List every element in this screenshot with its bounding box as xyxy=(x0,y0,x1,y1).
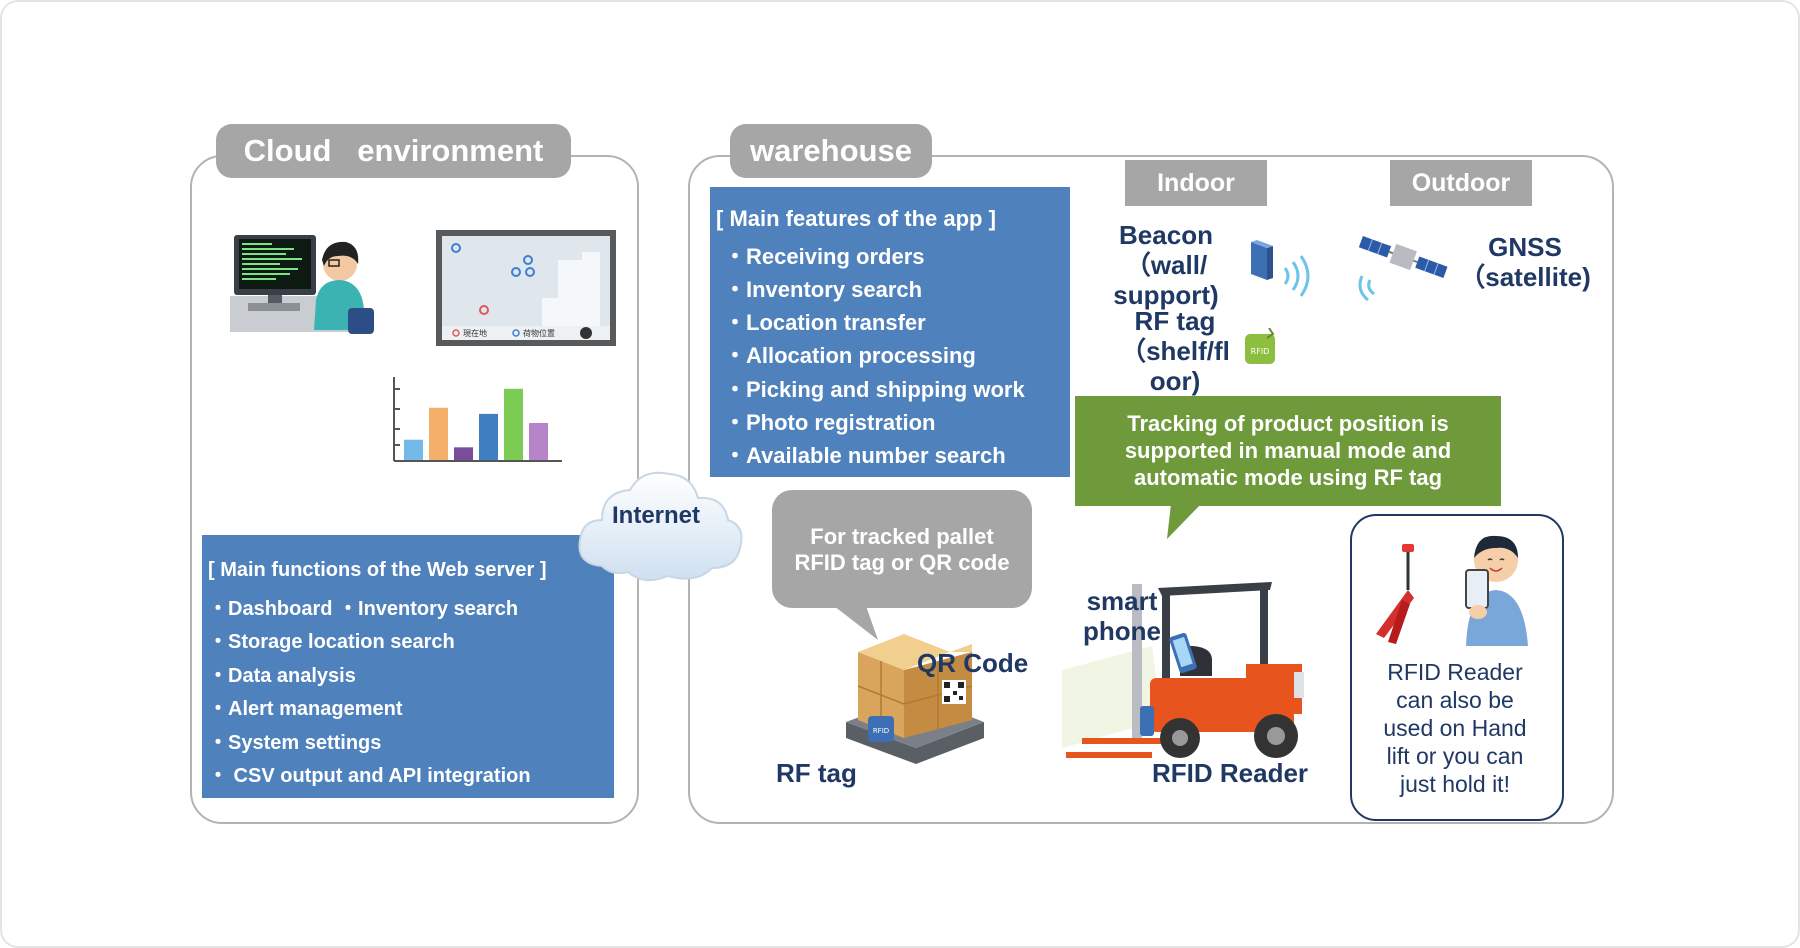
function-item: ・Data analysis xyxy=(208,665,356,687)
app-feature-item: ・Allocation processing xyxy=(724,343,976,368)
function-item: ・System settings xyxy=(208,732,382,754)
hand-lift-bubble xyxy=(1350,514,1564,821)
pallet-boxes-illustration: RFID xyxy=(846,634,984,764)
smartphone-label: smart phone xyxy=(1083,586,1161,646)
indoor-tab: Indoor xyxy=(1125,160,1267,206)
beacon-label: Beacon （wall/ support) xyxy=(1113,220,1219,310)
rf-tag-label: RF tag xyxy=(776,758,857,788)
chart-bar xyxy=(479,413,498,461)
app-feature-item: ・Available number search xyxy=(724,443,1006,468)
internet-label: Internet xyxy=(612,502,701,529)
app-feature-item: ・Photo registration xyxy=(724,410,936,435)
rfid-badge-text: RFID xyxy=(1251,347,1270,356)
gnss-label: GNSS （satellite) xyxy=(1459,232,1591,292)
indoor-rf-tag-label: RF tag （shelf/fl oor) xyxy=(1120,306,1230,396)
web-server-functions-heading: [ Main functions of the Web server ] xyxy=(208,559,547,581)
satellite-icon xyxy=(1358,235,1448,302)
internet-cloud-icon xyxy=(578,471,743,582)
pallet-callout: For tracked pallet RFID tag or QR code xyxy=(794,524,1010,575)
qr-code-label: QR Code xyxy=(917,648,1029,678)
web-server-functions-box: [ Main functions of the Web server ] ・Da… xyxy=(202,535,614,798)
hand-lift-illustration xyxy=(1376,535,1528,646)
legend-package: 荷物位置 xyxy=(523,328,555,338)
chart-bar xyxy=(429,407,448,461)
map-screen-illustration: 現在地 荷物位置 xyxy=(436,230,616,346)
pallet-rfid-badge-text: RFID xyxy=(873,727,889,735)
legend-current: 現在地 xyxy=(463,328,487,338)
person-computer-illustration xyxy=(230,235,374,334)
beacon-icon xyxy=(1251,240,1310,297)
hand-lift-text: RFID Reader can also be used on Hand lif… xyxy=(1383,659,1527,797)
function-item: ・ CSV output and API integration xyxy=(208,765,531,787)
forklift-illustration xyxy=(1062,582,1304,758)
app-features-heading: [ Main features of the app ] xyxy=(716,206,996,231)
bar-chart-illustration xyxy=(393,377,562,462)
chart-bar xyxy=(454,447,473,461)
app-feature-item: ・Receiving orders xyxy=(724,244,925,269)
app-feature-item: ・Picking and shipping work xyxy=(724,377,1025,402)
function-item: ・Storage location search xyxy=(208,631,455,653)
cloud-tab: Cloud environment xyxy=(216,124,571,178)
warehouse-tab: warehouse xyxy=(730,124,932,178)
app-feature-item: ・Inventory search xyxy=(724,277,923,302)
app-feature-item: ・Location transfer xyxy=(724,310,926,335)
function-item: ・Dashboard ・Inventory search xyxy=(208,598,519,620)
function-item: ・Alert management xyxy=(208,698,403,720)
pallet-callout-shape xyxy=(772,490,1032,640)
tracking-callout: Tracking of product position is supporte… xyxy=(1124,411,1452,490)
rfid-tag-icon: RFID xyxy=(1245,328,1275,364)
outdoor-tab: Outdoor xyxy=(1390,160,1532,206)
tracking-callout-shape xyxy=(1075,396,1501,539)
chart-bar xyxy=(504,388,523,461)
app-features-box: [ Main features of the app ] ・Receiving … xyxy=(710,187,1070,477)
chart-bar xyxy=(404,439,423,461)
rfid-reader-label: RFID Reader xyxy=(1152,758,1309,788)
chart-bar xyxy=(529,423,548,461)
